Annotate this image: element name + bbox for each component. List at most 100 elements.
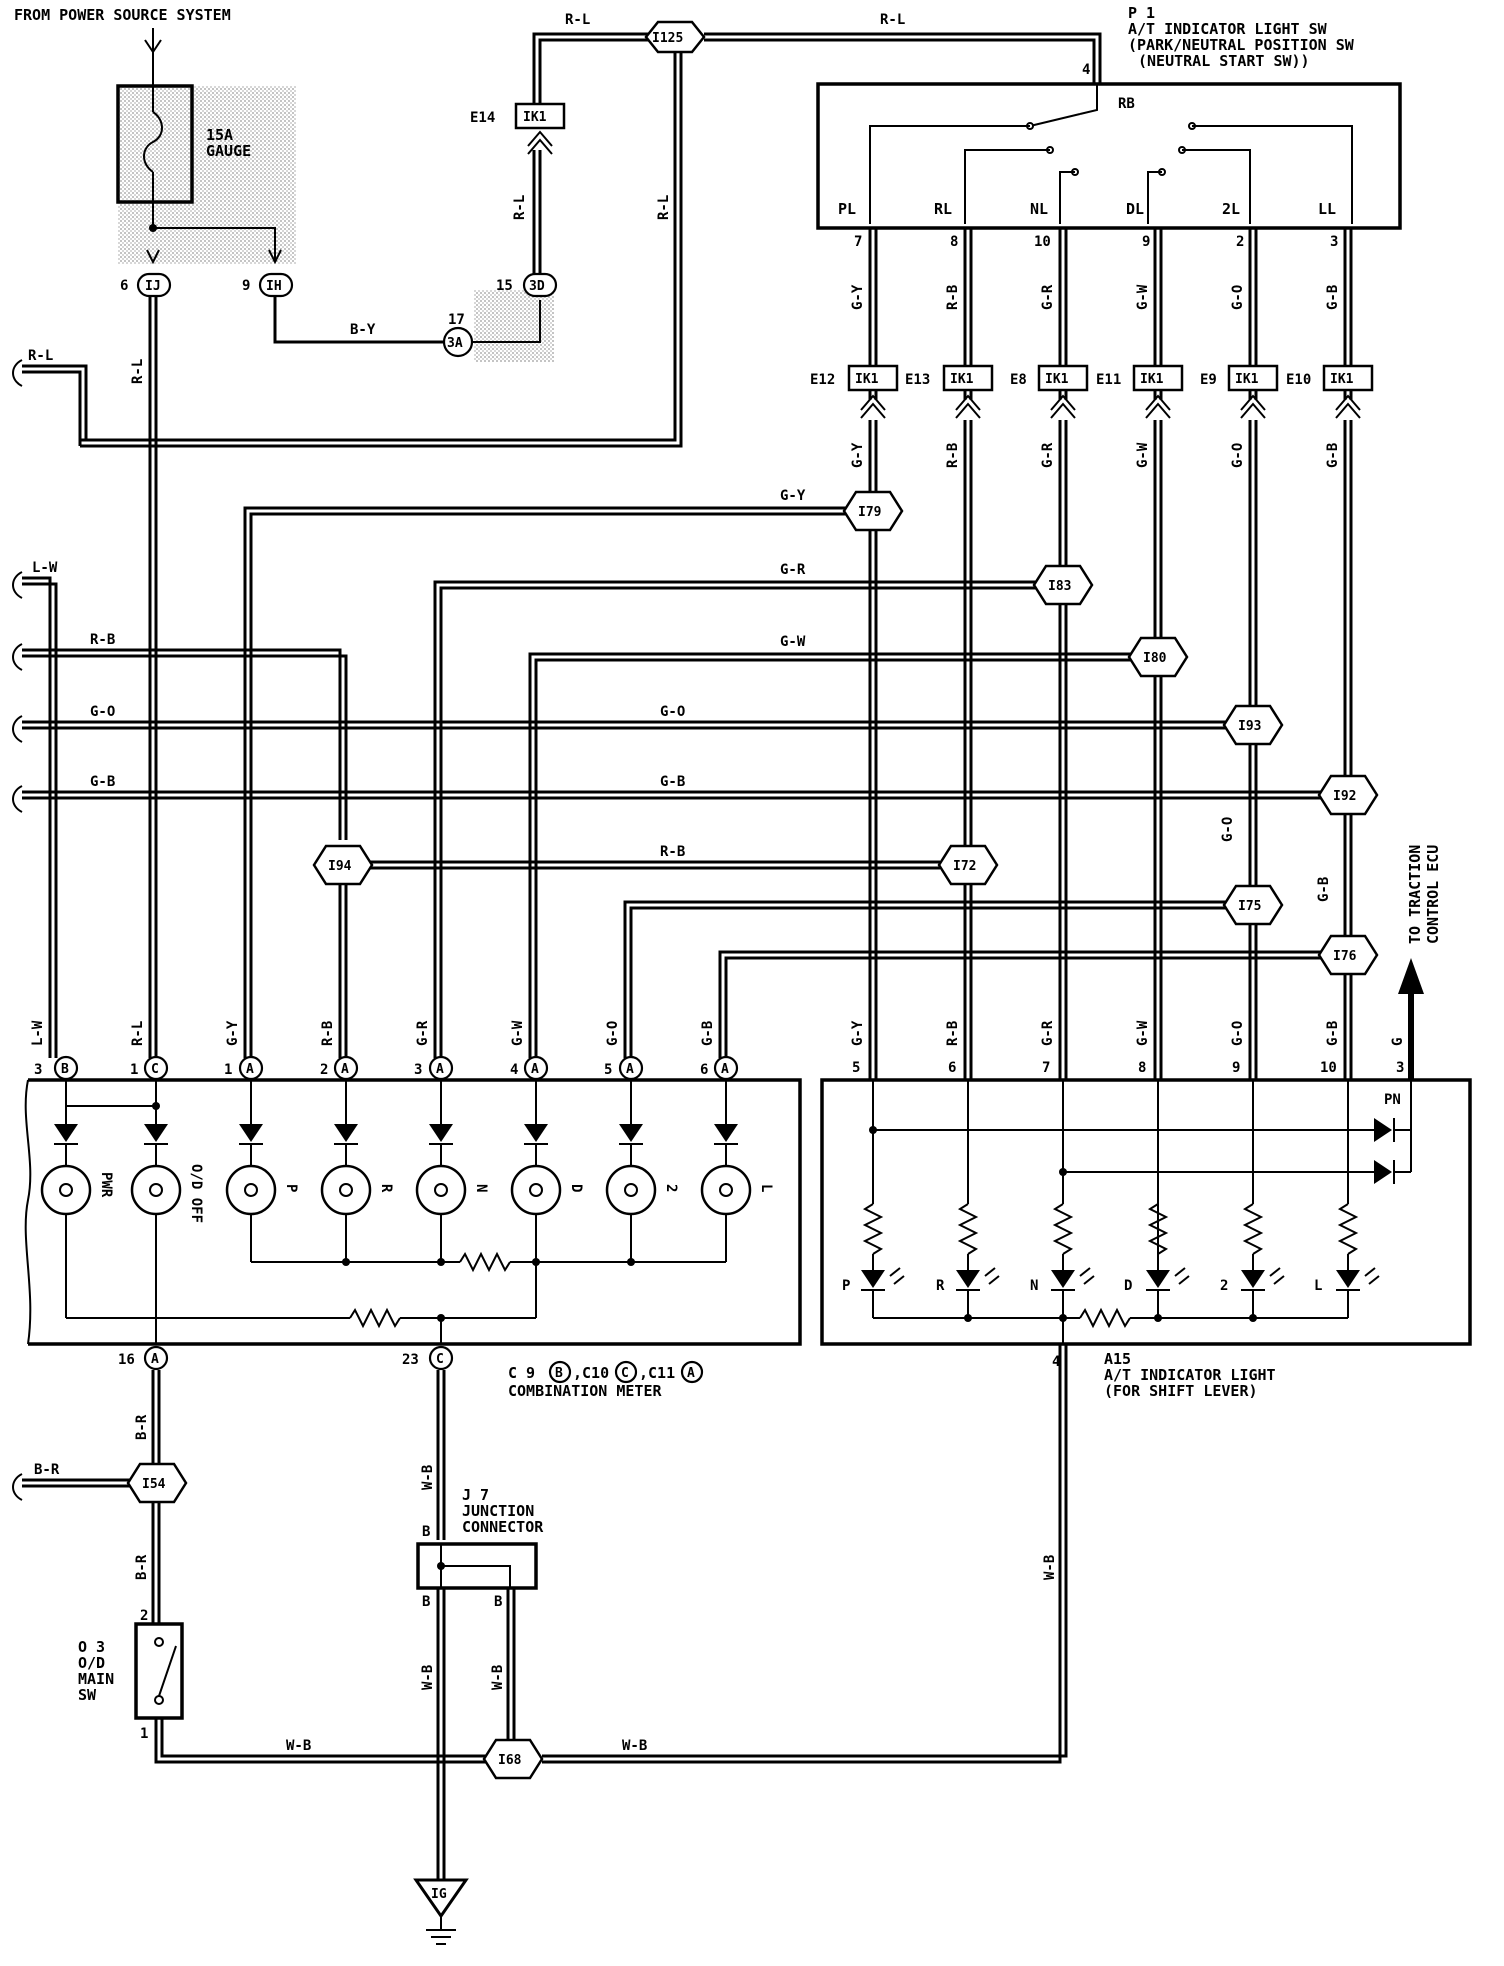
svg-text:E9: E9 [1200, 372, 1217, 388]
svg-text:3: 3 [34, 1062, 42, 1078]
meter-internal-bus [66, 1251, 726, 1344]
svg-text:3: 3 [1330, 234, 1338, 250]
svg-text:B-Y: B-Y [350, 322, 376, 338]
p1-terminals: PL RL NL DL 2L LL [838, 200, 1336, 218]
svg-text:B: B [494, 1594, 502, 1610]
wire-r-l-long [80, 52, 677, 442]
ik1-e9: IK1 E9 [1200, 364, 1279, 392]
svg-text:R-L: R-L [656, 195, 672, 220]
ik1-to-a15-wires [868, 420, 1353, 1080]
svg-text:PWR: PWR [98, 1172, 114, 1198]
gauge-fuse-symbol [143, 60, 163, 228]
svg-text:I72: I72 [953, 859, 976, 874]
svg-text:IK1: IK1 [1235, 372, 1259, 387]
svg-text:,C11: ,C11 [639, 1364, 675, 1382]
a15-pins: 5 6 7 8 9 10 3 [852, 1060, 1404, 1076]
lamp-l: L [700, 1080, 774, 1262]
svg-text:R-L: R-L [512, 195, 528, 220]
svg-text:G-O: G-O [1230, 443, 1246, 468]
svg-text:10: 10 [1034, 234, 1051, 250]
svg-text:SW: SW [78, 1686, 97, 1704]
svg-text:W-B: W-B [1042, 1555, 1058, 1580]
a15-label: A15 A/T INDICATOR LIGHT (FOR SHIFT LEVER… [1104, 1350, 1276, 1400]
svg-text:MAIN: MAIN [78, 1670, 114, 1688]
svg-text:6: 6 [700, 1062, 708, 1078]
svg-text:RL: RL [934, 200, 952, 218]
combination-meter-label: C 9 B ,C10 C ,C11 A COMBINATION METER [508, 1360, 704, 1400]
wire-g-b-i76 [718, 950, 1322, 1058]
ground-ig: IG [413, 1878, 469, 1945]
svg-text:I75: I75 [1238, 899, 1261, 914]
svg-text:I68: I68 [498, 1753, 522, 1768]
lamp-pwr: PWR [40, 1080, 114, 1318]
svg-text:I92: I92 [1333, 789, 1356, 804]
svg-text:C: C [151, 1062, 159, 1077]
svg-text:6: 6 [948, 1060, 956, 1076]
svg-text:J 7: J 7 [462, 1486, 489, 1504]
svg-text:G-W: G-W [1135, 442, 1151, 468]
wire-r-l-p1 [704, 32, 1102, 84]
svg-text:7: 7 [1042, 1060, 1050, 1076]
svg-text:3: 3 [1396, 1060, 1404, 1076]
junction-i92: I92 [1317, 774, 1379, 816]
power-source-label: FROM POWER SOURCE SYSTEM [14, 6, 231, 24]
svg-text:IH: IH [266, 279, 282, 294]
svg-text:G-W: G-W [510, 1020, 526, 1046]
svg-text:G-W: G-W [1135, 284, 1151, 310]
junction-i68: I68 [482, 1738, 544, 1780]
svg-text:R-L: R-L [130, 359, 146, 384]
od-main-switch-contact [154, 1637, 177, 1705]
wire-g-r-bus [433, 580, 1040, 1058]
svg-text:16: 16 [118, 1352, 135, 1368]
svg-text:I54: I54 [142, 1477, 166, 1492]
svg-text:7: 7 [854, 234, 862, 250]
a15-led-d: D [1124, 1080, 1190, 1318]
svg-text:G-W: G-W [780, 634, 806, 650]
svg-text:2L: 2L [1222, 200, 1240, 218]
svg-text:G-Y: G-Y [780, 488, 806, 504]
svg-text:A: A [151, 1352, 159, 1367]
svg-text:3D: 3D [529, 279, 545, 294]
svg-text:D: D [1124, 1278, 1132, 1294]
p1-switch-box [816, 82, 1402, 230]
svg-text:G-B: G-B [700, 1021, 716, 1046]
svg-text:C: C [436, 1352, 444, 1367]
a15-led-2: 2 [1220, 1080, 1285, 1318]
junction-i83: I83 [1032, 564, 1094, 606]
svg-text:O 3: O 3 [78, 1638, 105, 1656]
svg-text:W-B: W-B [420, 1465, 436, 1490]
od-main-switch [134, 1622, 184, 1720]
svg-text:G-R: G-R [780, 562, 806, 578]
svg-text:A: A [531, 1062, 539, 1077]
svg-text:2: 2 [1236, 234, 1244, 250]
svg-text:R-B: R-B [945, 285, 961, 310]
svg-text:I79: I79 [858, 505, 881, 520]
svg-text:IK1: IK1 [1045, 372, 1069, 387]
junction-i80: I80 [1127, 636, 1189, 678]
svg-text:3: 3 [414, 1062, 422, 1078]
svg-text:R-L: R-L [28, 348, 53, 364]
svg-text:15: 15 [496, 278, 513, 294]
p1-line3: (NEUTRAL START SW)) [1138, 52, 1310, 70]
wire-break [12, 359, 23, 387]
svg-text:G-O: G-O [1230, 285, 1246, 310]
lamp-r: R [320, 1080, 394, 1262]
svg-text:CONNECTOR: CONNECTOR [462, 1518, 544, 1536]
svg-text:2: 2 [1220, 1278, 1228, 1294]
svg-text:G-Y: G-Y [225, 1020, 241, 1046]
svg-text:P: P [842, 1278, 850, 1294]
svg-text:(FOR SHIFT LEVER): (FOR SHIFT LEVER) [1104, 1382, 1258, 1400]
svg-text:G-B: G-B [1325, 285, 1341, 310]
svg-text:G-R: G-R [1040, 1020, 1056, 1046]
svg-text:L-W: L-W [30, 1020, 46, 1046]
junction-i75: I75 [1222, 884, 1284, 926]
svg-text:IK1: IK1 [1330, 372, 1354, 387]
svg-text:17: 17 [448, 312, 465, 328]
